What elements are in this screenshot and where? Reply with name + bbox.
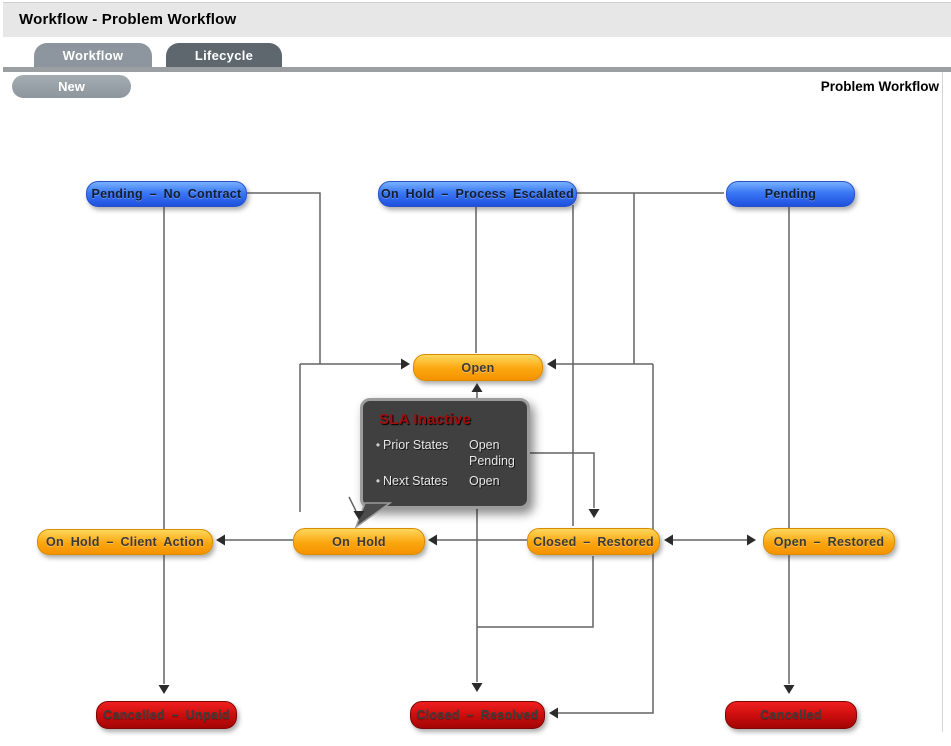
node-closed-restored[interactable]: Closed – Restored bbox=[527, 528, 660, 555]
tab-workflow[interactable]: Workflow bbox=[34, 43, 152, 67]
connector-arrowhead bbox=[353, 511, 365, 520]
tooltip-row-label: Prior States bbox=[383, 438, 449, 452]
tab-row: Workflow Lifecycle bbox=[0, 43, 951, 67]
window-titlebar: Workflow - Problem Workflow bbox=[3, 2, 951, 37]
context-title: Problem Workflow bbox=[820, 79, 939, 94]
bullet-icon: • bbox=[375, 474, 381, 488]
tooltip-row: •Next States Open bbox=[373, 474, 527, 490]
connector-line bbox=[348, 496, 357, 512]
connector-arrowhead bbox=[401, 358, 410, 370]
page-title: Workflow - Problem Workflow bbox=[19, 11, 237, 28]
node-on-hold[interactable]: On Hold bbox=[293, 528, 425, 555]
content-right-border bbox=[942, 72, 943, 732]
bullet-icon: • bbox=[375, 438, 381, 452]
node-pending-no-contract[interactable]: Pending – No Contract bbox=[86, 181, 247, 207]
connector-arrowhead bbox=[664, 534, 673, 546]
connector-line bbox=[245, 192, 321, 364]
connector-arrowhead bbox=[428, 534, 437, 546]
tooltip-row-values: Open bbox=[469, 474, 500, 490]
connector-arrowhead bbox=[783, 685, 795, 694]
sla-tooltip-title: SLA Inactive bbox=[379, 411, 471, 428]
node-pending[interactable]: Pending bbox=[726, 181, 855, 207]
connector-arrowhead bbox=[549, 707, 558, 719]
tooltip-value: Open bbox=[469, 474, 500, 488]
tooltip-value: Open bbox=[469, 438, 500, 452]
connector-line bbox=[477, 556, 594, 628]
connector-arrowhead bbox=[158, 685, 170, 694]
node-cancelled-unpaid[interactable]: Cancelled – Unpaid bbox=[96, 701, 237, 729]
connector-arrowhead bbox=[747, 534, 756, 546]
node-on-hold-process-escalated[interactable]: On Hold – Process Escalated bbox=[378, 181, 577, 207]
connector-arrowhead bbox=[471, 683, 483, 692]
node-on-hold-client-action[interactable]: On Hold – Client Action bbox=[37, 529, 213, 555]
connector-arrowhead bbox=[547, 358, 556, 370]
connector-arrowhead bbox=[471, 383, 483, 392]
tab-lifecycle[interactable]: Lifecycle bbox=[166, 43, 282, 67]
node-cancelled[interactable]: Cancelled bbox=[725, 701, 857, 729]
connector-arrowhead bbox=[588, 509, 600, 518]
connector-arrowhead bbox=[216, 534, 225, 546]
tab-underline-bar bbox=[3, 67, 951, 72]
tooltip-value: Pending bbox=[469, 454, 515, 468]
node-closed-resolved[interactable]: Closed – Resolved bbox=[410, 701, 545, 729]
new-button[interactable]: New bbox=[12, 75, 131, 98]
tooltip-row-label: Next States bbox=[383, 474, 448, 488]
node-open-restored[interactable]: Open – Restored bbox=[763, 528, 895, 555]
connector-line bbox=[558, 364, 654, 714]
node-open[interactable]: Open bbox=[413, 354, 543, 381]
